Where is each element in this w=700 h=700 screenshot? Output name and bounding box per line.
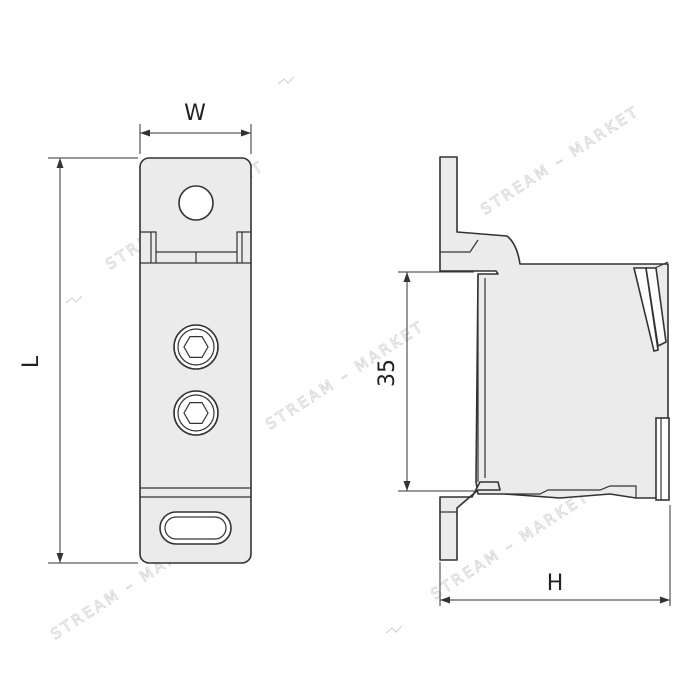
side-view bbox=[439, 156, 670, 561]
screw-bottom bbox=[173, 390, 219, 436]
watermark-2: STREAM – MARKET bbox=[477, 102, 644, 219]
screw-top bbox=[173, 324, 219, 370]
dimension-35: 35 bbox=[375, 271, 474, 492]
watermark-squiggle bbox=[65, 295, 83, 304]
width-label: W bbox=[184, 101, 206, 126]
watermark-text: STREAM – MARKET bbox=[477, 102, 643, 218]
side-foot bbox=[439, 481, 501, 561]
watermark-squiggle bbox=[277, 76, 295, 85]
side-terminal bbox=[655, 417, 670, 501]
watermark-text: STREAM – MARKET bbox=[262, 317, 428, 433]
side-clamp-ribs bbox=[632, 261, 669, 352]
watermark-squiggle bbox=[385, 625, 403, 634]
clamp-band bbox=[140, 231, 251, 264]
height-label: H bbox=[547, 571, 564, 596]
length-label: L bbox=[19, 355, 44, 368]
dimension-l: L bbox=[19, 157, 138, 564]
watermark-3: STREAM – MARKET bbox=[262, 317, 429, 434]
dimension-h: H bbox=[439, 505, 671, 606]
bottom-slot-hole bbox=[159, 511, 232, 545]
front-view bbox=[139, 157, 252, 564]
dimension-w: W bbox=[139, 101, 252, 154]
top-mount-hole bbox=[178, 185, 214, 221]
rail-label: 35 bbox=[375, 359, 400, 387]
side-body bbox=[439, 156, 669, 499]
